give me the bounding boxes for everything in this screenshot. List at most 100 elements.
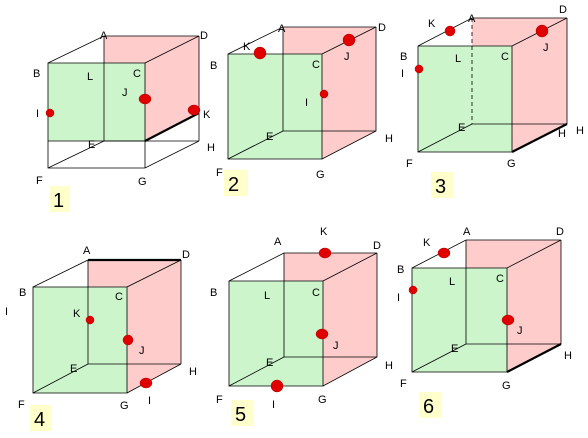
cube-5: A K D B L C J E H F I G 5: [210, 226, 393, 426]
cube-3-point-j: [535, 24, 549, 38]
cube-4-point-k: [85, 315, 95, 325]
cube-1-label-i: I: [36, 108, 39, 120]
cube-1: A D B L C J I K E F G 1: [33, 30, 211, 212]
cube-4-label-b: B: [19, 287, 26, 299]
cube-6-number-bg: [419, 392, 441, 418]
cube-3-label-a: A: [468, 13, 476, 25]
cube-2-label-h: H: [385, 133, 393, 145]
cube-2-label-h-left: H: [207, 142, 215, 154]
cube-3-label-l: L: [455, 53, 461, 65]
cube-1-number: 1: [53, 190, 64, 212]
cube-4-label-k: K: [73, 308, 81, 320]
cube-1-number-bg: [50, 186, 70, 212]
cube-5-point-k: [318, 247, 332, 259]
cube-2-label-a: A: [278, 23, 286, 35]
cube-1-label-a: A: [100, 30, 108, 42]
cube-5-point-i: [270, 379, 284, 393]
cube-1-label-g: G: [138, 176, 147, 188]
cube-2-label-g: G: [316, 169, 325, 181]
cube-2-label-e: E: [266, 131, 273, 143]
cube-4-number-bg: [30, 405, 52, 431]
cube-5-number-bg: [231, 400, 253, 426]
cube-4-number: 4: [34, 409, 45, 431]
cube-3-number-bg: [431, 172, 453, 198]
cube-6-label-a: A: [463, 226, 471, 238]
cube-1-point-i: [45, 108, 55, 118]
cube-3-front-face: [418, 46, 512, 152]
cube-1-label-c: C: [133, 68, 141, 80]
cube-1-label-d: D: [200, 30, 208, 42]
cube-6-label-k: K: [423, 237, 431, 249]
cube-1-pink-face: [104, 36, 199, 141]
cube-3-label-h-right: H: [576, 125, 584, 137]
cube-3-number: 3: [435, 176, 446, 198]
cube-5-label-d: D: [373, 240, 381, 252]
cube-4-label-i: I: [148, 395, 151, 407]
cube-1-point-k: [187, 104, 201, 116]
cube-4-front-face: [33, 287, 127, 393]
cube-1-label-l: L: [87, 71, 93, 83]
cube-4-label-d: D: [182, 249, 190, 261]
cube-5-front-face: [229, 281, 323, 386]
cube-6-number: 6: [423, 396, 434, 418]
cube-6-label-h: H: [564, 350, 572, 362]
cube-1-label-j: J: [122, 87, 128, 99]
cube-3-pink-face: [472, 18, 567, 152]
cube-2-label-d: D: [378, 22, 386, 34]
cube-1-label-k: K: [203, 109, 211, 121]
cube-4-label-h: H: [189, 366, 197, 378]
cube-2: A D K J B C I E H H F G 2: [207, 22, 393, 196]
cube-3-label-e: E: [458, 122, 465, 134]
cube-3: K A D B I L C J E H H F G 3: [400, 4, 584, 198]
cube-3-label-g: G: [507, 158, 516, 170]
cube-5-label-e: E: [266, 357, 273, 369]
cube-6-point-i: [408, 285, 418, 295]
cube-4-point-j: [122, 334, 134, 346]
cube-6-label-j: J: [517, 325, 523, 337]
cube-1-front-face: [48, 63, 145, 141]
cube-5-label-g: G: [318, 394, 327, 406]
cube-6-label-b: B: [397, 264, 404, 276]
cube-2-label-k: K: [243, 41, 251, 53]
cube-2-point-j: [342, 33, 356, 47]
cube-4-label-e: E: [70, 363, 77, 375]
cube-5-label-k: K: [320, 226, 328, 238]
cube-4-label-f: F: [18, 399, 25, 411]
cube-5-label-j: J: [333, 340, 339, 352]
cube-2-label-j: J: [344, 51, 350, 63]
cube-6-label-c: C: [496, 273, 504, 285]
cube-5-point-j: [315, 328, 329, 340]
cube-4-label-g: G: [120, 400, 129, 412]
cube-6-point-k: [437, 247, 451, 259]
cube-3-label-f: F: [406, 158, 413, 170]
cube-2-point-i: [319, 89, 329, 99]
cube-5-label-h: H: [385, 360, 393, 372]
cube-2-label-c: C: [312, 59, 320, 71]
cube-3-label-b: B: [400, 51, 407, 63]
cube-2-label-i: I: [305, 97, 308, 109]
cube-6-label-g: G: [502, 380, 511, 392]
cube-5-pink-face: [284, 253, 377, 386]
cube-3-label-c: C: [501, 51, 509, 63]
cube-5-number: 5: [235, 404, 246, 426]
cube-6-label-l: L: [449, 276, 455, 288]
cube-3-label-d: D: [559, 4, 567, 16]
cube-4-label-a: A: [83, 245, 91, 257]
cube-4-pink-face: [88, 260, 181, 393]
cube-6-label-i: I: [397, 292, 400, 304]
cube-5-label-c: C: [312, 287, 320, 299]
cube-1-point-j: [138, 93, 152, 105]
cube-3-point-i: [414, 64, 424, 74]
cube-3-label-h: H: [558, 128, 566, 140]
cube-6-label-f: F: [400, 378, 407, 390]
cube-2-front-face: [228, 54, 322, 159]
cube-5-label-l: L: [264, 290, 270, 302]
cube-6-label-d: D: [556, 226, 564, 238]
cube-4-label-i-left: I: [5, 306, 8, 318]
cube-4-point-i: [139, 377, 153, 389]
cube-6: K A D B L C I J E H F G 6: [397, 226, 572, 418]
cube-2-label-b: B: [210, 60, 217, 72]
cube-2-point-k: [253, 46, 267, 60]
